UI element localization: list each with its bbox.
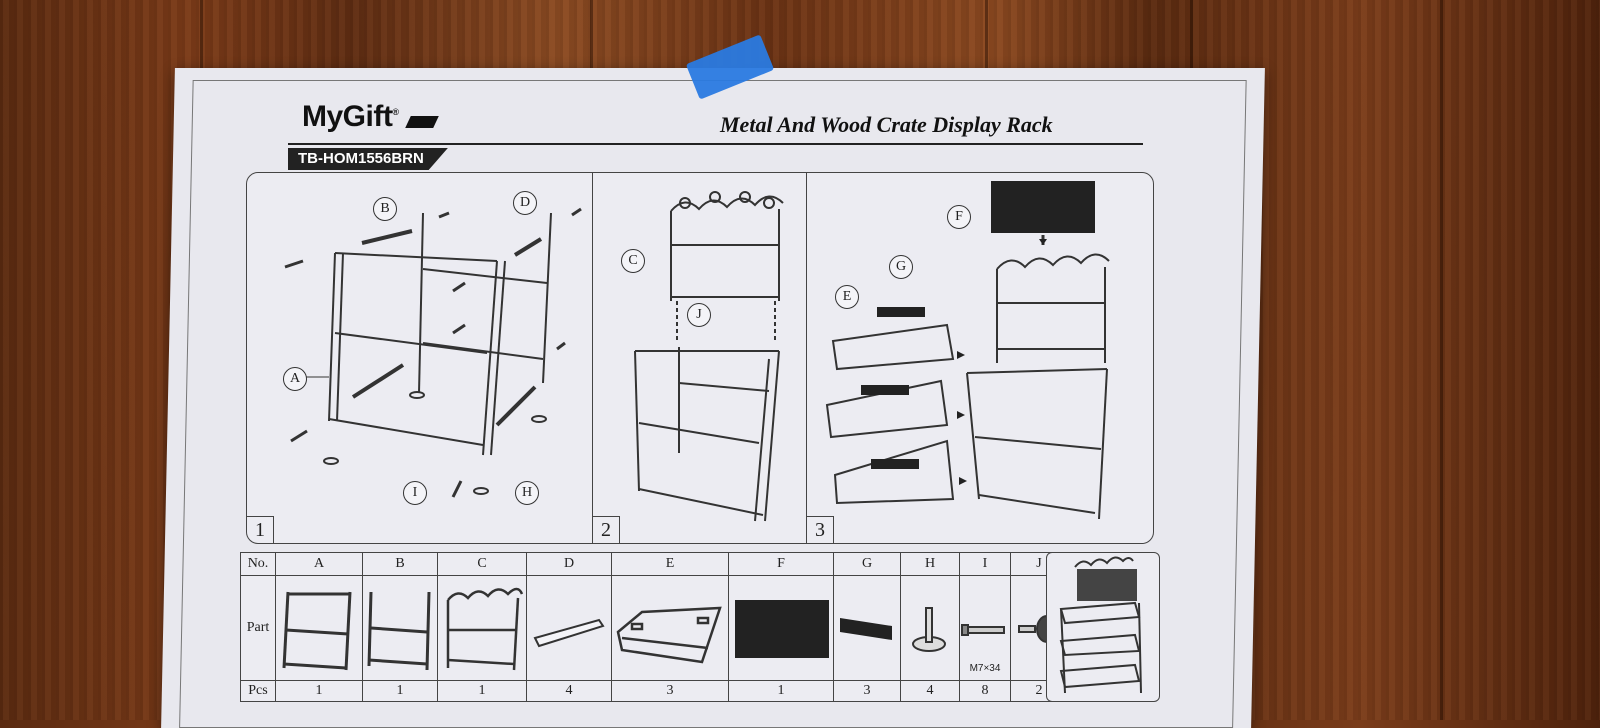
- pcs-cell: 1: [275, 680, 363, 702]
- callout-c: C: [621, 249, 645, 273]
- pcs-cell: 4: [900, 680, 960, 702]
- pcs-cell: 1: [437, 680, 527, 702]
- header-cell: B: [362, 552, 438, 576]
- step-3-number: 3: [807, 516, 834, 543]
- pcs-cell: 3: [833, 680, 901, 702]
- header-cell: C: [437, 552, 527, 576]
- header-cell: E: [611, 552, 729, 576]
- part-a-icon: [275, 575, 363, 681]
- callout-a: A: [283, 367, 307, 391]
- callout-h: H: [515, 481, 539, 505]
- header-cell: No.: [240, 552, 276, 576]
- screw-size-label: M7×34: [969, 662, 1001, 674]
- page-title: Metal And Wood Crate Display Rack: [720, 112, 1053, 137]
- header-cell: H: [900, 552, 960, 576]
- pcs-cell: 4: [526, 680, 612, 702]
- callout-j: J: [687, 303, 711, 327]
- step-1-panel: B D A I H 1: [246, 172, 594, 544]
- step-1-number: 1: [247, 516, 274, 543]
- part-e-icon: [611, 575, 729, 681]
- table-row: No. A B C D E F G H I J: [240, 552, 1068, 576]
- brand-swoosh-icon: [405, 116, 439, 128]
- table-row: Part M7×34: [240, 575, 1068, 681]
- step-2-panel: C J 2: [592, 172, 808, 544]
- step-3-panel: F G E 3: [806, 172, 1154, 544]
- callout-d: D: [513, 191, 537, 215]
- callout-i: I: [403, 481, 427, 505]
- callout-g: G: [889, 255, 913, 279]
- part-h-icon: [900, 575, 960, 681]
- step-2-number: 2: [593, 516, 620, 543]
- table-row: Pcs 1 1 1 4 3 1 3 4 8 2: [240, 680, 1068, 702]
- brand-logo: MyGift®: [302, 100, 399, 133]
- step-3-drawing: [825, 181, 1110, 520]
- floor-seam: [1440, 0, 1443, 720]
- callout-e: E: [835, 285, 859, 309]
- header-cell: F: [728, 552, 834, 576]
- header-cell: A: [275, 552, 363, 576]
- pcs-cell: 1: [362, 680, 438, 702]
- row-label: Part: [240, 575, 276, 681]
- part-c-icon: [437, 575, 527, 681]
- step-1-drawing: [284, 207, 582, 498]
- finished-rack-drawing: [1059, 556, 1142, 694]
- parts-table: No. A B C D E F G H I J Part M7×34 Pcs 1…: [240, 552, 1068, 702]
- header-rule: [288, 143, 1143, 145]
- part-b-icon: [362, 575, 438, 681]
- model-number: TB-HOM1556BRN: [288, 148, 448, 170]
- header-cell: G: [833, 552, 901, 576]
- pcs-cell: 3: [611, 680, 729, 702]
- part-i-cell: M7×34: [959, 575, 1011, 681]
- finished-rack-thumbnail: [1046, 552, 1160, 702]
- header-cell: I: [959, 552, 1011, 576]
- row-label: Pcs: [240, 680, 276, 702]
- part-d-icon: [526, 575, 612, 681]
- step-2-drawing: [634, 191, 784, 522]
- callout-f: F: [947, 205, 971, 229]
- pcs-cell: 8: [959, 680, 1011, 702]
- part-f-icon: [728, 575, 834, 681]
- callout-b: B: [373, 197, 397, 221]
- header-cell: D: [526, 552, 612, 576]
- pcs-cell: 1: [728, 680, 834, 702]
- part-g-icon: [833, 575, 901, 681]
